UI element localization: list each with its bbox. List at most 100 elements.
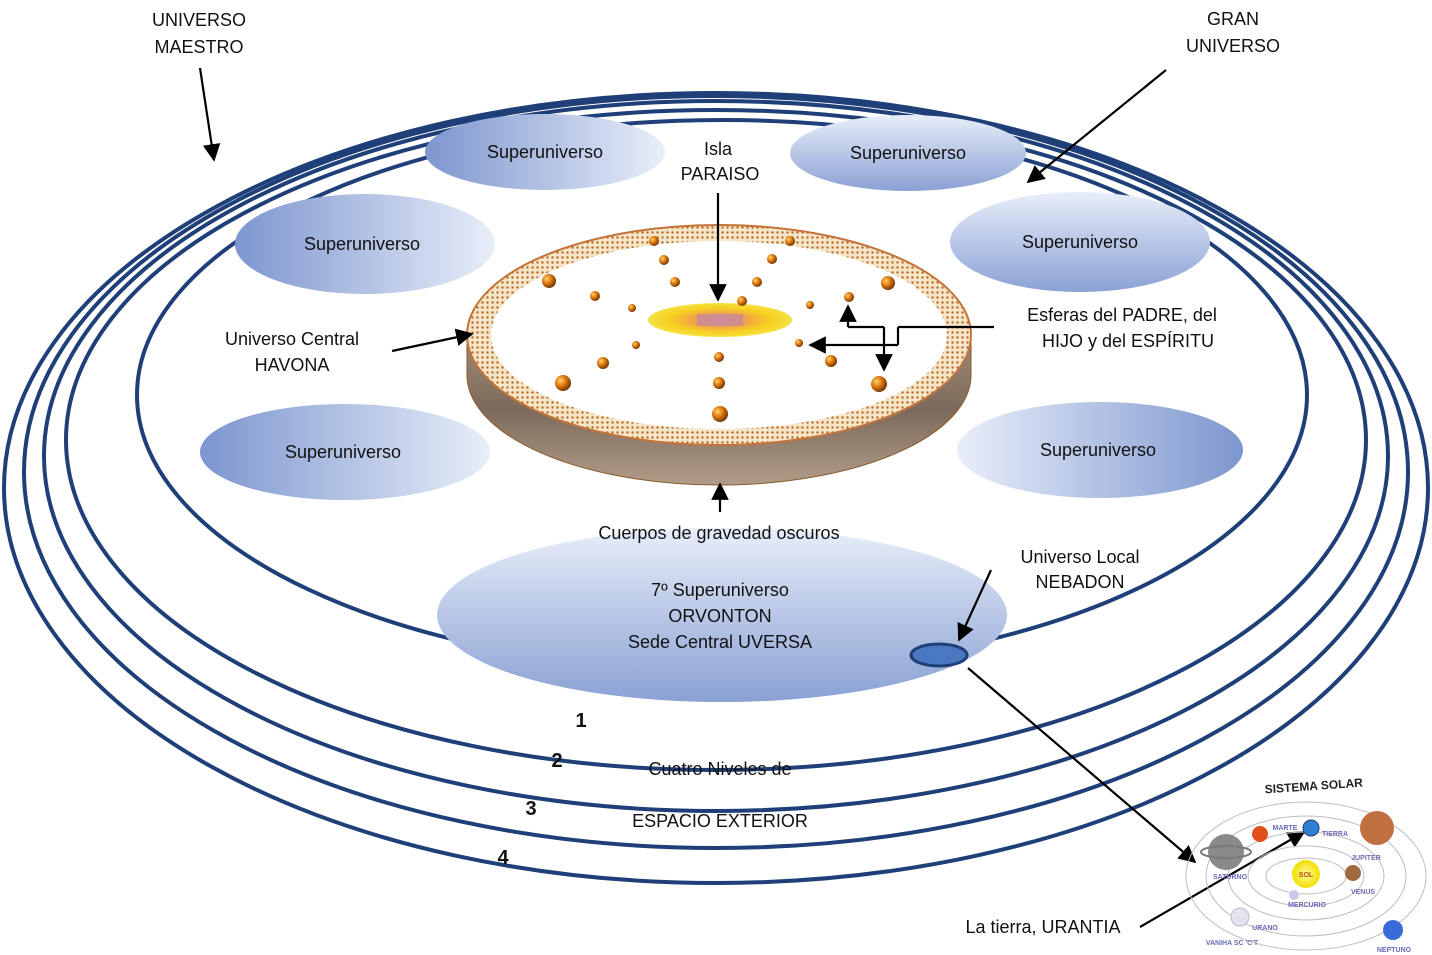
saturn [1208,834,1244,870]
solar-orbit [1185,801,1427,951]
arrow-universo-local [957,569,993,642]
venus-label: VENUS [1351,889,1375,896]
paradise-sphere [785,236,795,246]
esferas-line-1: Esferas del PADRE, del [1027,305,1217,325]
solar-orbit [1247,845,1365,907]
earth [1302,819,1320,837]
jupiter-label: JUPITER [1351,855,1381,862]
paradise-sphere [597,357,609,369]
paradise-sphere [542,274,556,288]
arrow-nebadon-to-solar [967,667,1197,864]
paradise-sphere [806,301,814,309]
paradise-sphere [737,296,747,306]
cuerpos-gravedad-label: Cuerpos de gravedad oscuros [598,523,839,543]
paradise-sphere [825,355,837,367]
space-ring-1 [64,108,1368,772]
superuniverse-label: Superuniverso [1022,232,1138,252]
saturn-ring [1200,845,1252,859]
paradise-sphere [670,277,680,287]
paradise-core [697,314,743,326]
universo-local-line-2: NEBADON [1035,572,1124,592]
superuniverse-label: Superuniverso [1040,440,1156,460]
neptune [1383,920,1403,940]
orvonton-line-2: ORVONTON [668,606,771,626]
mercury-label: MERCURIO [1288,902,1327,909]
sun-label: SOL [1299,872,1314,879]
paradise-sphere [555,375,571,391]
superuniverse-ellipse [235,194,495,294]
saturn-label: SATURNO [1213,874,1248,881]
mars [1252,826,1268,842]
superuniverse-ellipse [957,402,1243,498]
paradise-sphere [713,377,725,389]
earth-label: TIERRA [1322,831,1348,838]
orvonton-line-1: 7º Superuniverso [651,580,789,600]
mars-label: MARTE [1273,825,1298,832]
space-ring-3 [22,94,1410,850]
paradise-sphere [844,292,854,302]
isla-paraiso-line-2: PARAISO [681,164,760,184]
space-ring-2 [42,99,1390,813]
paradise-sphere [628,304,636,312]
paradise-sphere [712,406,728,422]
universo-maestro-line-1: UNIVERSO [152,10,246,30]
paradise-sphere [590,291,600,301]
outer-space-rings [2,91,1430,885]
esferas-line-2: HIJO y del ESPÍRITU [1042,331,1214,351]
gran-universo-line-2: UNIVERSO [1186,36,1280,56]
paradise-spheres [542,236,895,422]
orvonton-group: 7º Superuniverso ORVONTON Sede Central U… [437,528,1007,702]
solar-system-inset: SISTEMA SOLAR SOL MERCURIO VENUS TIERRA … [1185,776,1427,954]
paradise-sphere [714,352,724,362]
espacio-exterior-label: ESPACIO EXTERIOR [632,811,808,831]
orvonton-ellipse [437,528,1007,702]
jupiter [1360,811,1394,845]
solar-system-title: SISTEMA SOLAR [1264,776,1363,797]
neptune-label: NEPTUNO [1377,947,1412,954]
universo-central-line-1: Universo Central [225,329,359,349]
superuniverse-ellipse [200,404,490,500]
superuniverse-ellipse [425,114,665,190]
space-level-4: 4 [497,847,509,869]
superuniverse-label: Superuniverso [285,442,401,462]
space-level-3: 3 [525,798,536,820]
space-level-2: 2 [551,750,562,772]
superuniverse-ellipse [950,192,1210,292]
nebadon-local-universe [909,642,969,668]
cuatro-niveles-label: Cuatro Niveles de [648,759,791,779]
paradise-sphere [881,276,895,290]
paradise-sphere [659,255,669,265]
orvonton-line-3: Sede Central UVERSA [628,632,812,652]
paradise-sphere [752,277,762,287]
space-ring-4 [2,91,1430,885]
superuniverse-group: Superuniverso Superuniverso Superunivers… [200,114,1243,500]
superuniverse-ellipse [790,115,1026,191]
paradise-sphere [795,339,803,347]
universo-local-line-1: Universo Local [1020,547,1139,567]
arrow-universo-central [391,328,474,353]
paradise-sphere [871,376,887,392]
paradise-sphere [767,254,777,264]
superuniverse-label: Superuniverso [850,143,966,163]
arrow-urantia [1139,831,1306,928]
superuniverse-label: Superuniverso [487,142,603,162]
solar-orbit [1205,815,1407,937]
space-level-1: 1 [575,710,586,732]
arrow-gran-universo [1026,69,1167,184]
arrow-universo-maestro [198,67,221,162]
uranus [1230,907,1250,927]
mercury [1289,890,1299,900]
paradise-sphere [632,341,640,349]
la-tierra-label: La tierra, URANTIA [965,917,1120,937]
superuniverse-label: Superuniverso [304,234,420,254]
gran-universo-line-1: GRAN [1207,9,1259,29]
paradise-sphere [649,236,659,246]
venus [1345,865,1361,881]
universo-maestro-line-2: MAESTRO [154,37,243,57]
universo-central-line-2: HAVONA [255,355,330,375]
arrows [198,67,1306,928]
comet-label: VANIHA SC 'C'T [1206,940,1259,947]
sun [1292,860,1320,888]
diagram-labels: UNIVERSO MAESTRO GRAN UNIVERSO Isla PARA… [152,9,1280,937]
